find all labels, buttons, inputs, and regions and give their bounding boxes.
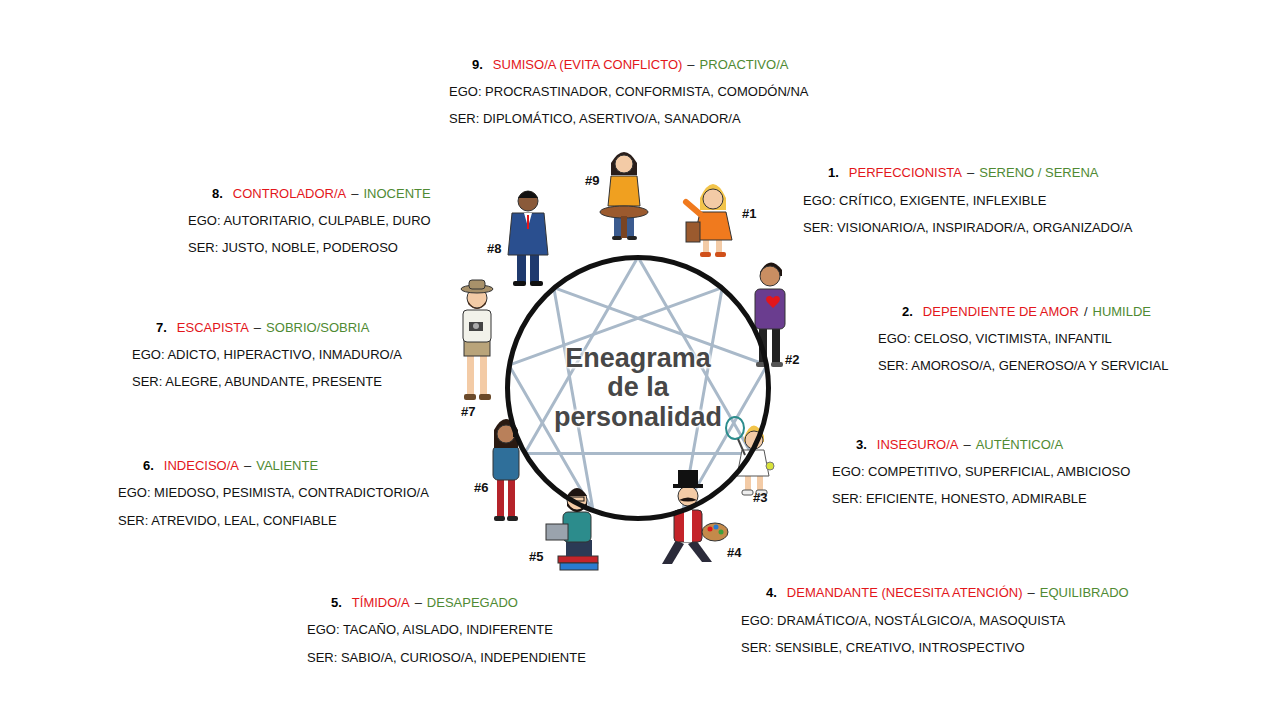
separator: / [1084, 304, 1088, 319]
ego-traits: EGO: TACAÑO, AISLADO, INDIFERENTE [307, 622, 553, 638]
type-heading: 3. INSEGURO/A–AUTÉNTICO/A [856, 437, 1063, 453]
figure-1 [686, 184, 732, 257]
essence-traits: SER: DIPLOMÁTICO, ASERTIVO/A, SANADOR/A [449, 111, 741, 127]
type-heading: 1. PERFECCIONISTA–SERENO / SERENA [828, 165, 1098, 181]
essence-traits: SER: ALEGRE, ABUNDANTE, PRESENTE [132, 374, 382, 390]
separator: – [967, 165, 974, 180]
callout-number: #8 [487, 241, 501, 257]
essence-traits: SER: SENSIBLE, CREATIVO, INTROSPECTIVO [741, 640, 1025, 656]
ego-type-name: INSEGURO/A [877, 437, 959, 452]
essence-traits: SER: VISIONARIO/A, INSPIRADOR/A, ORGANIZ… [803, 220, 1132, 236]
ego-traits: EGO: DRAMÁTICO/A, NOSTÁLGICO/A, MASOQUIS… [741, 613, 1065, 629]
separator: – [244, 458, 251, 473]
figure-7 [461, 280, 493, 400]
ego-traits: EGO: PROCRASTINADOR, CONFORMISTA, COMODÓ… [449, 84, 808, 100]
type-number: 2. [902, 304, 913, 319]
type-number: 7. [156, 320, 167, 335]
essence-type-name: EQUILIBRADO [1040, 585, 1129, 600]
enneagram-lines [509, 257, 767, 511]
ego-type-name: DEPENDIENTE DE AMOR [923, 304, 1079, 319]
figure-5 [546, 488, 598, 570]
figure-4 [662, 470, 728, 564]
figure-3 [726, 417, 774, 495]
type-number: 1. [828, 165, 839, 180]
ego-type-name: INDECISO/A [164, 458, 239, 473]
callout-number: #9 [585, 173, 599, 189]
ego-traits: EGO: CRÍTICO, EXIGENTE, INFLEXIBLE [803, 193, 1046, 209]
type-number: 4. [766, 585, 777, 600]
type-heading: 5. TÍMIDO/A–DESAPEGADO [331, 595, 518, 611]
type-number: 5. [331, 595, 342, 610]
type-number: 6. [143, 458, 154, 473]
ego-type-name: CONTROLADOR/A [233, 186, 346, 201]
essence-type-name: HUMILDE [1093, 304, 1152, 319]
callout-number: #2 [785, 352, 799, 368]
ego-type-name: TÍMIDO/A [352, 595, 410, 610]
callout-number: #1 [742, 206, 756, 222]
ego-traits: EGO: MIEDOSO, PESIMISTA, CONTRADICTORIO/… [118, 485, 429, 501]
callout-number: #4 [727, 545, 741, 561]
separator: – [1028, 585, 1035, 600]
enneagram-circle: Eneagrama de la personalidad [505, 255, 771, 521]
diagram-title: Eneagrama de la personalidad [549, 344, 727, 431]
type-heading: 8. CONTROLADOR/A–INOCENTE [212, 186, 431, 202]
ego-type-name: ESCAPISTA [177, 320, 249, 335]
callout-number: #3 [753, 490, 767, 506]
essence-traits: SER: SABIO/A, CURIOSO/A, INDEPENDIENTE [307, 650, 586, 666]
essence-traits: SER: AMOROSO/A, GENEROSO/A Y SERVICIAL [878, 358, 1168, 374]
type-heading: 9. SUMISO/A (EVITA CONFLICTO)–PROACTIVO/A [472, 57, 788, 73]
callout-number: #5 [529, 549, 543, 565]
essence-traits: SER: ATREVIDO, LEAL, CONFIABLE [118, 513, 337, 529]
essence-type-name: INOCENTE [363, 186, 430, 201]
essence-type-name: VALIENTE [256, 458, 318, 473]
separator: – [351, 186, 358, 201]
ego-type-name: DEMANDANTE (NECESITA ATENCIÓN) [787, 585, 1023, 600]
type-heading: 7. ESCAPISTA–SOBRIO/SOBRIA [156, 320, 369, 336]
callout-number: #7 [461, 404, 475, 420]
callout-number: #6 [474, 480, 488, 496]
ego-traits: EGO: AUTORITARIO, CULPABLE, DURO [188, 213, 431, 229]
separator: – [254, 320, 261, 335]
type-heading: 6. INDECISO/A–VALIENTE [143, 458, 318, 474]
ego-type-name: PERFECCIONISTA [849, 165, 962, 180]
essence-type-name: SERENO / SERENA [979, 165, 1098, 180]
essence-type-name: PROACTIVO/A [700, 57, 789, 72]
essence-traits: SER: EFICIENTE, HONESTO, ADMIRABLE [832, 491, 1087, 507]
ego-type-name: SUMISO/A (EVITA CONFLICTO) [493, 57, 683, 72]
ego-traits: EGO: ADICTO, HIPERACTIVO, INMADURO/A [132, 347, 402, 363]
type-heading: 4. DEMANDANTE (NECESITA ATENCIÓN)–EQUILIB… [766, 585, 1129, 601]
figure-9 [600, 152, 648, 240]
ego-traits: EGO: CELOSO, VICTIMISTA, INFANTIL [878, 331, 1112, 347]
figure-2 [755, 262, 785, 367]
separator: – [687, 57, 694, 72]
ego-traits: EGO: COMPETITIVO, SUPERFICIAL, AMBICIOSO [832, 464, 1130, 480]
separator: – [415, 595, 422, 610]
essence-type-name: AUTÉNTICO/A [976, 437, 1063, 452]
essence-type-name: DESAPEGADO [427, 595, 518, 610]
essence-type-name: SOBRIO/SOBRIA [266, 320, 369, 335]
figure-6 [493, 419, 519, 521]
type-number: 8. [212, 186, 223, 201]
type-number: 9. [472, 57, 483, 72]
figure-8 [508, 191, 548, 286]
essence-traits: SER: JUSTO, NOBLE, PODEROSO [188, 240, 398, 256]
type-number: 3. [856, 437, 867, 452]
type-heading: 2. DEPENDIENTE DE AMOR / HUMILDE [902, 304, 1151, 320]
separator: – [963, 437, 970, 452]
